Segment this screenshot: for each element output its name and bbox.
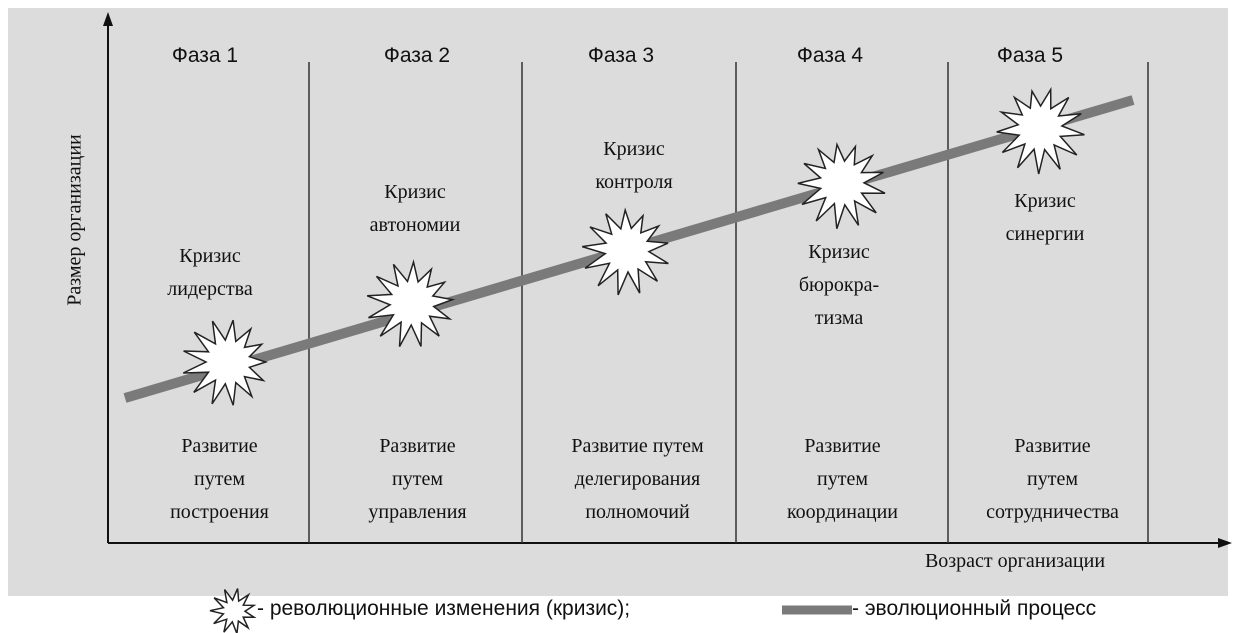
crisis-label-line: лидерства — [167, 278, 253, 300]
development-label-line: делегирования — [574, 468, 701, 490]
crisis-label-line: бюрокра- — [798, 274, 880, 296]
crisis-synergy-label: Кризис синергии — [965, 185, 1125, 251]
crisis-control-label: Кризис контроля — [554, 133, 714, 199]
phase-1-title: Фаза 1 — [171, 44, 239, 67]
crisis-label-line: Кризис — [808, 241, 870, 263]
development-label-line: Развитие путем — [571, 435, 704, 457]
development-label-line: Развитие — [379, 435, 456, 457]
crisis-label-line: Кризис — [603, 138, 665, 160]
crisis-leadership-label: Кризис лидерства — [130, 240, 290, 306]
phase-2-title: Фаза 2 — [383, 44, 451, 67]
crisis-label-line: контроля — [595, 171, 673, 193]
development-label-line: построения — [170, 501, 269, 523]
crisis-starburst-synergy — [996, 86, 1085, 175]
crisis-starburst-bureaucracy — [797, 141, 886, 229]
development-label-line: полномочий — [585, 501, 690, 523]
phase-5-title: Фаза 5 — [996, 44, 1064, 67]
development-phase-1-label: Развитие путем построения — [112, 430, 327, 529]
crisis-starburst-leadership — [182, 319, 269, 406]
legend-starburst-icon — [209, 588, 257, 633]
y-axis-arrowhead — [103, 12, 113, 26]
development-label-line: Развитие — [1014, 435, 1091, 457]
development-label-line: Развитие — [804, 435, 881, 457]
crisis-markers — [182, 86, 1085, 406]
development-label-line: путем — [1027, 468, 1078, 490]
x-axis-arrowhead — [1218, 538, 1232, 548]
crisis-label-line: Кризис — [1014, 190, 1076, 212]
crisis-starburst-autonomy — [366, 259, 456, 347]
crisis-label-line: тизма — [814, 307, 864, 329]
legend-starburst-shape — [209, 588, 257, 633]
development-label-line: путем — [392, 468, 443, 490]
crisis-label-line: Кризис — [384, 181, 446, 203]
development-label-line: координации — [786, 501, 898, 523]
development-label-line: путем — [817, 468, 868, 490]
development-label-line: Развитие — [181, 435, 258, 457]
development-label-line: управления — [368, 501, 467, 523]
crisis-bureaucracy-label: Кризис бюрокра- тизма — [759, 236, 919, 335]
development-label-line: путем — [194, 468, 245, 490]
development-phase-5-label: Развитие путем сотрудничества — [945, 430, 1160, 529]
crisis-autonomy-label: Кризис автономии — [335, 176, 495, 242]
phase-3-title: Фаза 3 — [587, 44, 655, 67]
development-phase-3-label: Развитие путем делегирования полномочий — [530, 430, 745, 529]
development-label-line: сотрудничества — [986, 501, 1119, 523]
legend-evolution-label: - эволюционный процесс — [852, 597, 1097, 620]
legend-revolution-label: - революционные изменения (кризис); — [257, 597, 631, 620]
development-phase-2-label: Развитие путем управления — [310, 430, 525, 529]
crisis-label-line: синергии — [1005, 223, 1085, 245]
crisis-label-line: автономии — [369, 214, 461, 236]
crisis-label-line: Кризис — [179, 245, 241, 267]
x-axis-label: Возраст организации — [924, 550, 1106, 572]
phase-4-title: Фаза 4 — [796, 44, 864, 67]
crisis-starburst-control — [581, 207, 669, 296]
development-phase-4-label: Развитие путем координации — [735, 430, 950, 529]
